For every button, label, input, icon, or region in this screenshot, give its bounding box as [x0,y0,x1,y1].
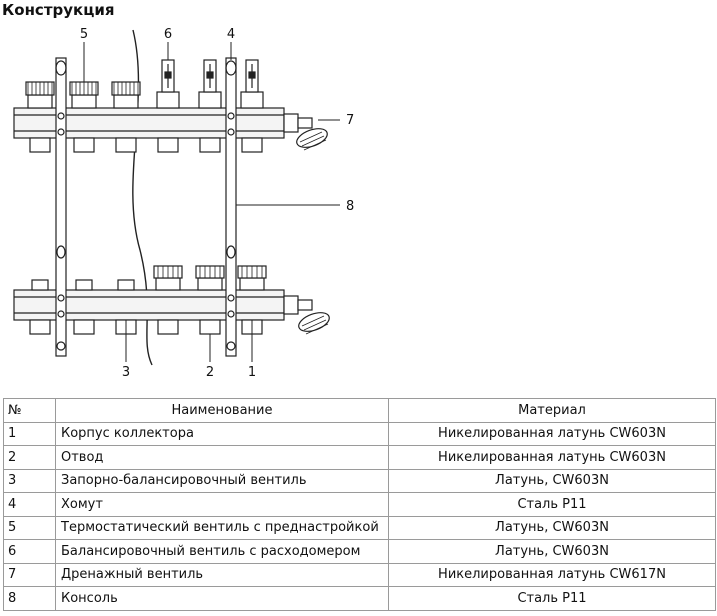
table-row: 4 Хомут Сталь Р11 [3,492,716,517]
row-number: 4 [3,492,56,517]
row-material: Никелированная латунь CW603N [388,421,716,446]
header-material: Материал [388,398,716,423]
table-row: 6 Балансировочный вентиль с расходомером… [3,539,716,564]
callout-5: 5 [80,27,88,42]
row-name: Дренажный вентиль [55,562,389,587]
row-number: 6 [3,539,56,564]
row-name: Балансировочный вентиль с расходомером [55,539,389,564]
callout-7: 7 [346,113,354,128]
row-name: Запорно-балансировочный вентиль [55,468,389,493]
row-name: Отвод [55,445,389,470]
table-header-row: № Наименование Материал [3,398,716,423]
manifold-drawing: 5 6 4 7 8 3 2 1 [13,27,354,380]
lower-outlets [29,319,263,335]
row-material: Никелированная латунь CW617N [388,562,716,587]
callout-3: 3 [122,365,130,380]
row-name: Корпус коллектора [55,421,389,446]
row-material: Латунь, CW603N [388,515,716,540]
row-number: 7 [3,562,56,587]
table-row: 2 Отвод Никелированная латунь CW603N [3,445,716,470]
callout-2: 2 [206,365,214,380]
row-number: 3 [3,468,56,493]
flowmeters [156,59,264,109]
row-number: 1 [3,421,56,446]
header-name: Наименование [55,398,389,423]
row-number: 5 [3,515,56,540]
row-number: 8 [3,586,56,611]
callout-4: 4 [227,27,235,42]
upper-outlets [29,137,263,153]
row-material: Сталь Р11 [388,586,716,611]
upper-valve-caps [25,81,141,109]
leader-lines [83,42,340,362]
table-row: 8 Консоль Сталь Р11 [3,586,716,611]
upper-drain-valve [283,113,328,151]
row-name: Консоль [55,586,389,611]
callout-6: 6 [164,27,172,42]
section-title: Конструкция [2,1,115,19]
header-number: № [3,398,56,423]
row-material: Никелированная латунь CW603N [388,445,716,470]
row-name: Хомут [55,492,389,517]
row-number: 2 [3,445,56,470]
row-material: Латунь, CW603N [388,468,716,493]
table-row: 1 Корпус коллектора Никелированная латун… [3,421,716,446]
parts-table: № Наименование Материал 1 Корпус коллект… [3,398,716,611]
lower-top-caps [31,265,267,291]
table-row: 5 Термостатический вентиль с преднастрой… [3,515,716,540]
table-row: 7 Дренажный вентиль Никелированная латун… [3,562,716,587]
callout-1: 1 [248,365,256,380]
table-row: 3 Запорно-балансировочный вентиль Латунь… [3,468,716,493]
row-material: Латунь, CW603N [388,539,716,564]
row-material: Сталь Р11 [388,492,716,517]
callout-8: 8 [346,199,354,214]
lower-drain-valve [283,295,330,335]
row-name: Термостатический вентиль с преднастройко… [55,515,389,540]
